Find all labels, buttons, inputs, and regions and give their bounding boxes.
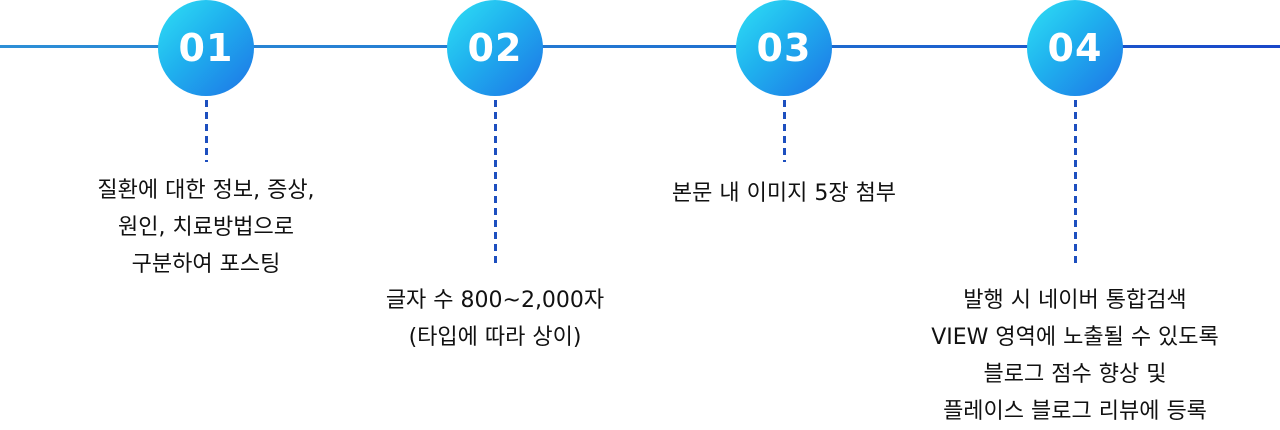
- step-description-line: 원인, 치료방법으로: [118, 215, 294, 240]
- dashed-connector: [493, 100, 497, 268]
- step-description: 질환에 대한 정보, 증상, 원인, 치료방법으로 구분하여 포스팅: [26, 172, 386, 283]
- step-description-line: 블로그 점수 향상 및: [983, 362, 1167, 387]
- dashed-connector: [1073, 100, 1077, 268]
- step-description-line: (타입에 따라 상이): [408, 325, 582, 350]
- step-description-line: 글자 수 800~2,000자: [385, 288, 605, 313]
- step-description: 발행 시 네이버 통합검색 VIEW 영역에 노출될 수 있도록 블로그 점수 …: [895, 282, 1255, 430]
- step-description-line: 질환에 대한 정보, 증상,: [97, 178, 315, 203]
- step-description-line: 본문 내 이미지 5장 첨부: [671, 181, 897, 206]
- step-description-line: 구분하여 포스팅: [131, 252, 281, 277]
- step-description-line: VIEW 영역에 노출될 수 있도록: [931, 325, 1219, 350]
- step-number-badge: 01: [158, 0, 254, 96]
- timeline-line: [0, 45, 1280, 48]
- step-number-badge: 02: [447, 0, 543, 96]
- step-description-line: 발행 시 네이버 통합검색: [963, 288, 1187, 313]
- step-description-line: 플레이스 블로그 리뷰에 등록: [943, 399, 1207, 424]
- step-description: 글자 수 800~2,000자 (타입에 따라 상이): [315, 282, 675, 356]
- dashed-connector: [782, 100, 786, 162]
- step-description: 본문 내 이미지 5장 첨부: [604, 175, 964, 212]
- dashed-connector: [204, 100, 208, 162]
- step-number-badge: 04: [1027, 0, 1123, 96]
- step-number-badge: 03: [736, 0, 832, 96]
